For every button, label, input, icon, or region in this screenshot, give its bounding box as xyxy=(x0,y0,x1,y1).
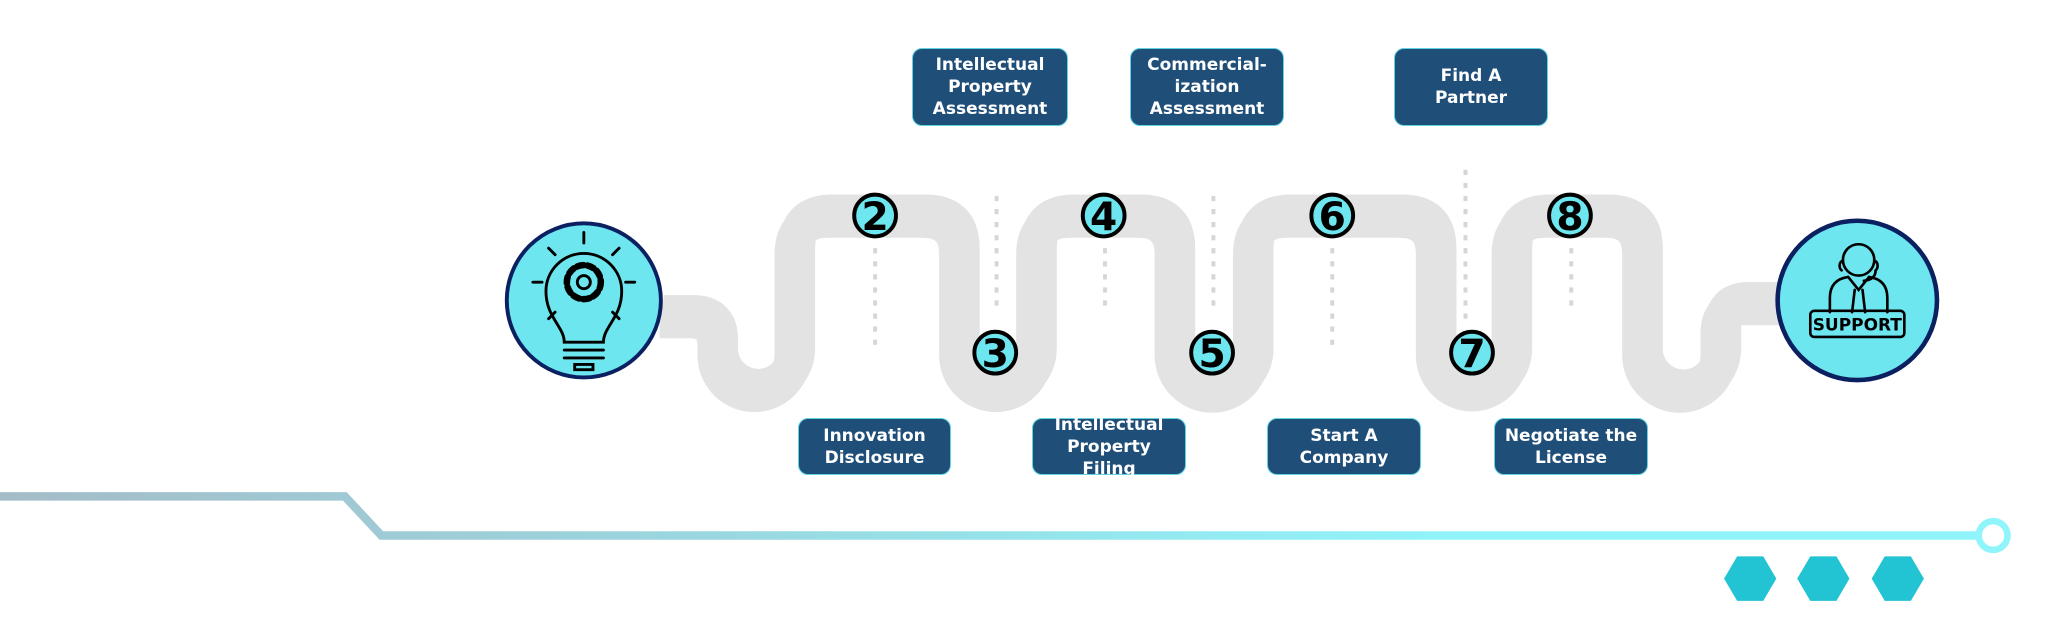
support-agent-icon xyxy=(1808,242,1906,339)
step-marker: 3 xyxy=(972,329,1019,377)
step-marker: 8 xyxy=(1547,192,1593,240)
step-number: 7 xyxy=(1458,332,1485,377)
step-label-ip-assessment: Intellectual Property Assessment xyxy=(912,48,1068,126)
step-label-find-a-partner: Find A Partner xyxy=(1394,48,1548,126)
end-support-circle: SUPPORT xyxy=(1775,218,1940,383)
step-marker: 6 xyxy=(1309,192,1356,240)
winding-road xyxy=(660,213,1794,395)
circuit-end-node xyxy=(1975,517,2011,554)
step-number: 3 xyxy=(982,332,1009,377)
step-marker: 2 xyxy=(852,192,898,240)
step-label-start-a-company: Start A Company xyxy=(1267,418,1421,475)
step-number: 2 xyxy=(861,195,888,240)
step-marker: 5 xyxy=(1189,329,1235,377)
step-number: 4 xyxy=(1090,195,1117,240)
binary-decoration xyxy=(873,169,1574,351)
lightbulb-gear-icon xyxy=(531,231,637,372)
step-number: 6 xyxy=(1319,195,1346,240)
start-lightbulb-circle xyxy=(504,221,663,380)
step-label-ip-filing: Intellectual Property Filing xyxy=(1032,415,1186,479)
step-number: 8 xyxy=(1556,195,1583,240)
step-label-commercialization-assessment: Commercial-ization Assessment xyxy=(1130,48,1284,126)
step-label-innovation-disclosure: Innovation Disclosure xyxy=(798,418,951,475)
hexagon-decoration xyxy=(1724,556,1924,601)
step-label-negotiate-license: Negotiate the License xyxy=(1494,418,1648,475)
step-marker: 4 xyxy=(1080,192,1127,240)
support-text: SUPPORT xyxy=(1813,315,1903,335)
step-number: 5 xyxy=(1198,332,1225,377)
circuit-line xyxy=(0,492,2011,554)
step-marker: 7 xyxy=(1449,329,1495,377)
